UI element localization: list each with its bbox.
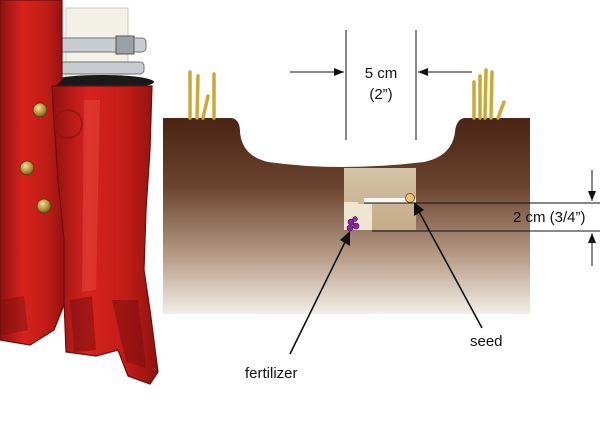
depth-dimension <box>364 170 600 266</box>
width-metric-label: 5 cm <box>365 65 398 82</box>
fertilizer-label: fertilizer <box>245 365 298 382</box>
fertilizer-icon <box>346 216 360 232</box>
width-dimension <box>290 30 472 140</box>
seed-icon <box>405 193 415 203</box>
crop-stubble-left <box>188 70 216 120</box>
bolt <box>32 102 48 118</box>
bolt <box>36 198 52 214</box>
fertilizer-pointer <box>289 231 350 355</box>
depth-label: 2 cm (3/4”) <box>513 209 586 226</box>
width-imperial-label: (2”) <box>369 86 392 103</box>
soil-cross-section <box>163 68 530 314</box>
emblem <box>53 109 83 139</box>
seed-label: seed <box>470 333 503 350</box>
seed-pointer <box>414 202 483 329</box>
hose-clamp <box>57 35 147 75</box>
crop-stubble-right <box>472 68 506 120</box>
bolt <box>19 160 35 176</box>
planter-implement <box>0 0 159 385</box>
